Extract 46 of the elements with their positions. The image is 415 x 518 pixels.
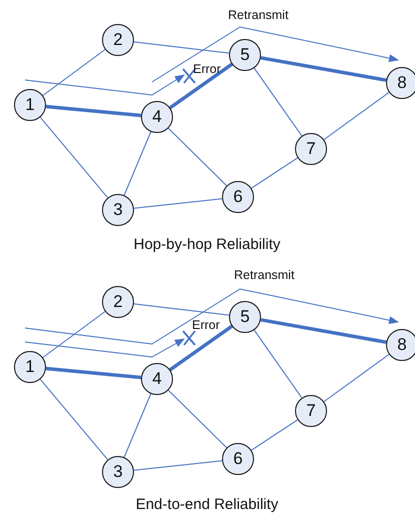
network-node-circle: 4 [141,101,173,133]
link-line [42,311,106,358]
link-line [133,41,230,54]
link-line [133,198,223,209]
link-line [260,56,387,82]
link-line [169,62,233,110]
link-line [133,303,230,316]
link-line [260,318,387,344]
link-line [133,460,223,471]
network-node-circle: 1 [14,351,46,383]
flow-label: Retransmit [228,8,288,22]
network-node-circle: 8 [386,67,415,99]
network-node-circle: 7 [295,133,327,165]
link-line [168,128,228,186]
network-node-circle: 8 [386,329,415,361]
panel-caption: End-to-end Reliability [136,496,278,513]
link-line [42,49,106,96]
network-node-circle: 5 [229,301,261,333]
link-line [40,116,108,198]
flow-label: Retransmit [234,268,294,282]
network-node-circle: 7 [295,395,327,427]
link-line [124,393,152,458]
link-line [169,324,233,372]
panel-caption: Hop-by-hop Reliability [134,236,280,253]
link-line [124,131,152,196]
link-line [250,157,298,189]
link-line [323,92,390,140]
network-node-circle: 1 [14,89,46,121]
link-line [254,68,302,136]
network-node-circle: 6 [222,181,254,213]
network-node-circle: 3 [102,456,134,488]
flow-label: Error [192,318,220,332]
link-line [40,378,108,460]
network-node-circle: 4 [141,363,173,395]
link-line [250,419,298,451]
flow-label: Error [193,62,221,76]
link-line [254,330,302,398]
network-node-circle: 6 [222,443,254,475]
network-node-circle: 3 [102,194,134,226]
network-node-circle: 5 [229,39,261,71]
link-line [323,354,390,402]
link-line [46,104,142,118]
network-node-circle: 2 [102,286,134,318]
network-node-circle: 2 [102,24,134,56]
link-line [46,366,142,380]
link-line [168,390,228,448]
